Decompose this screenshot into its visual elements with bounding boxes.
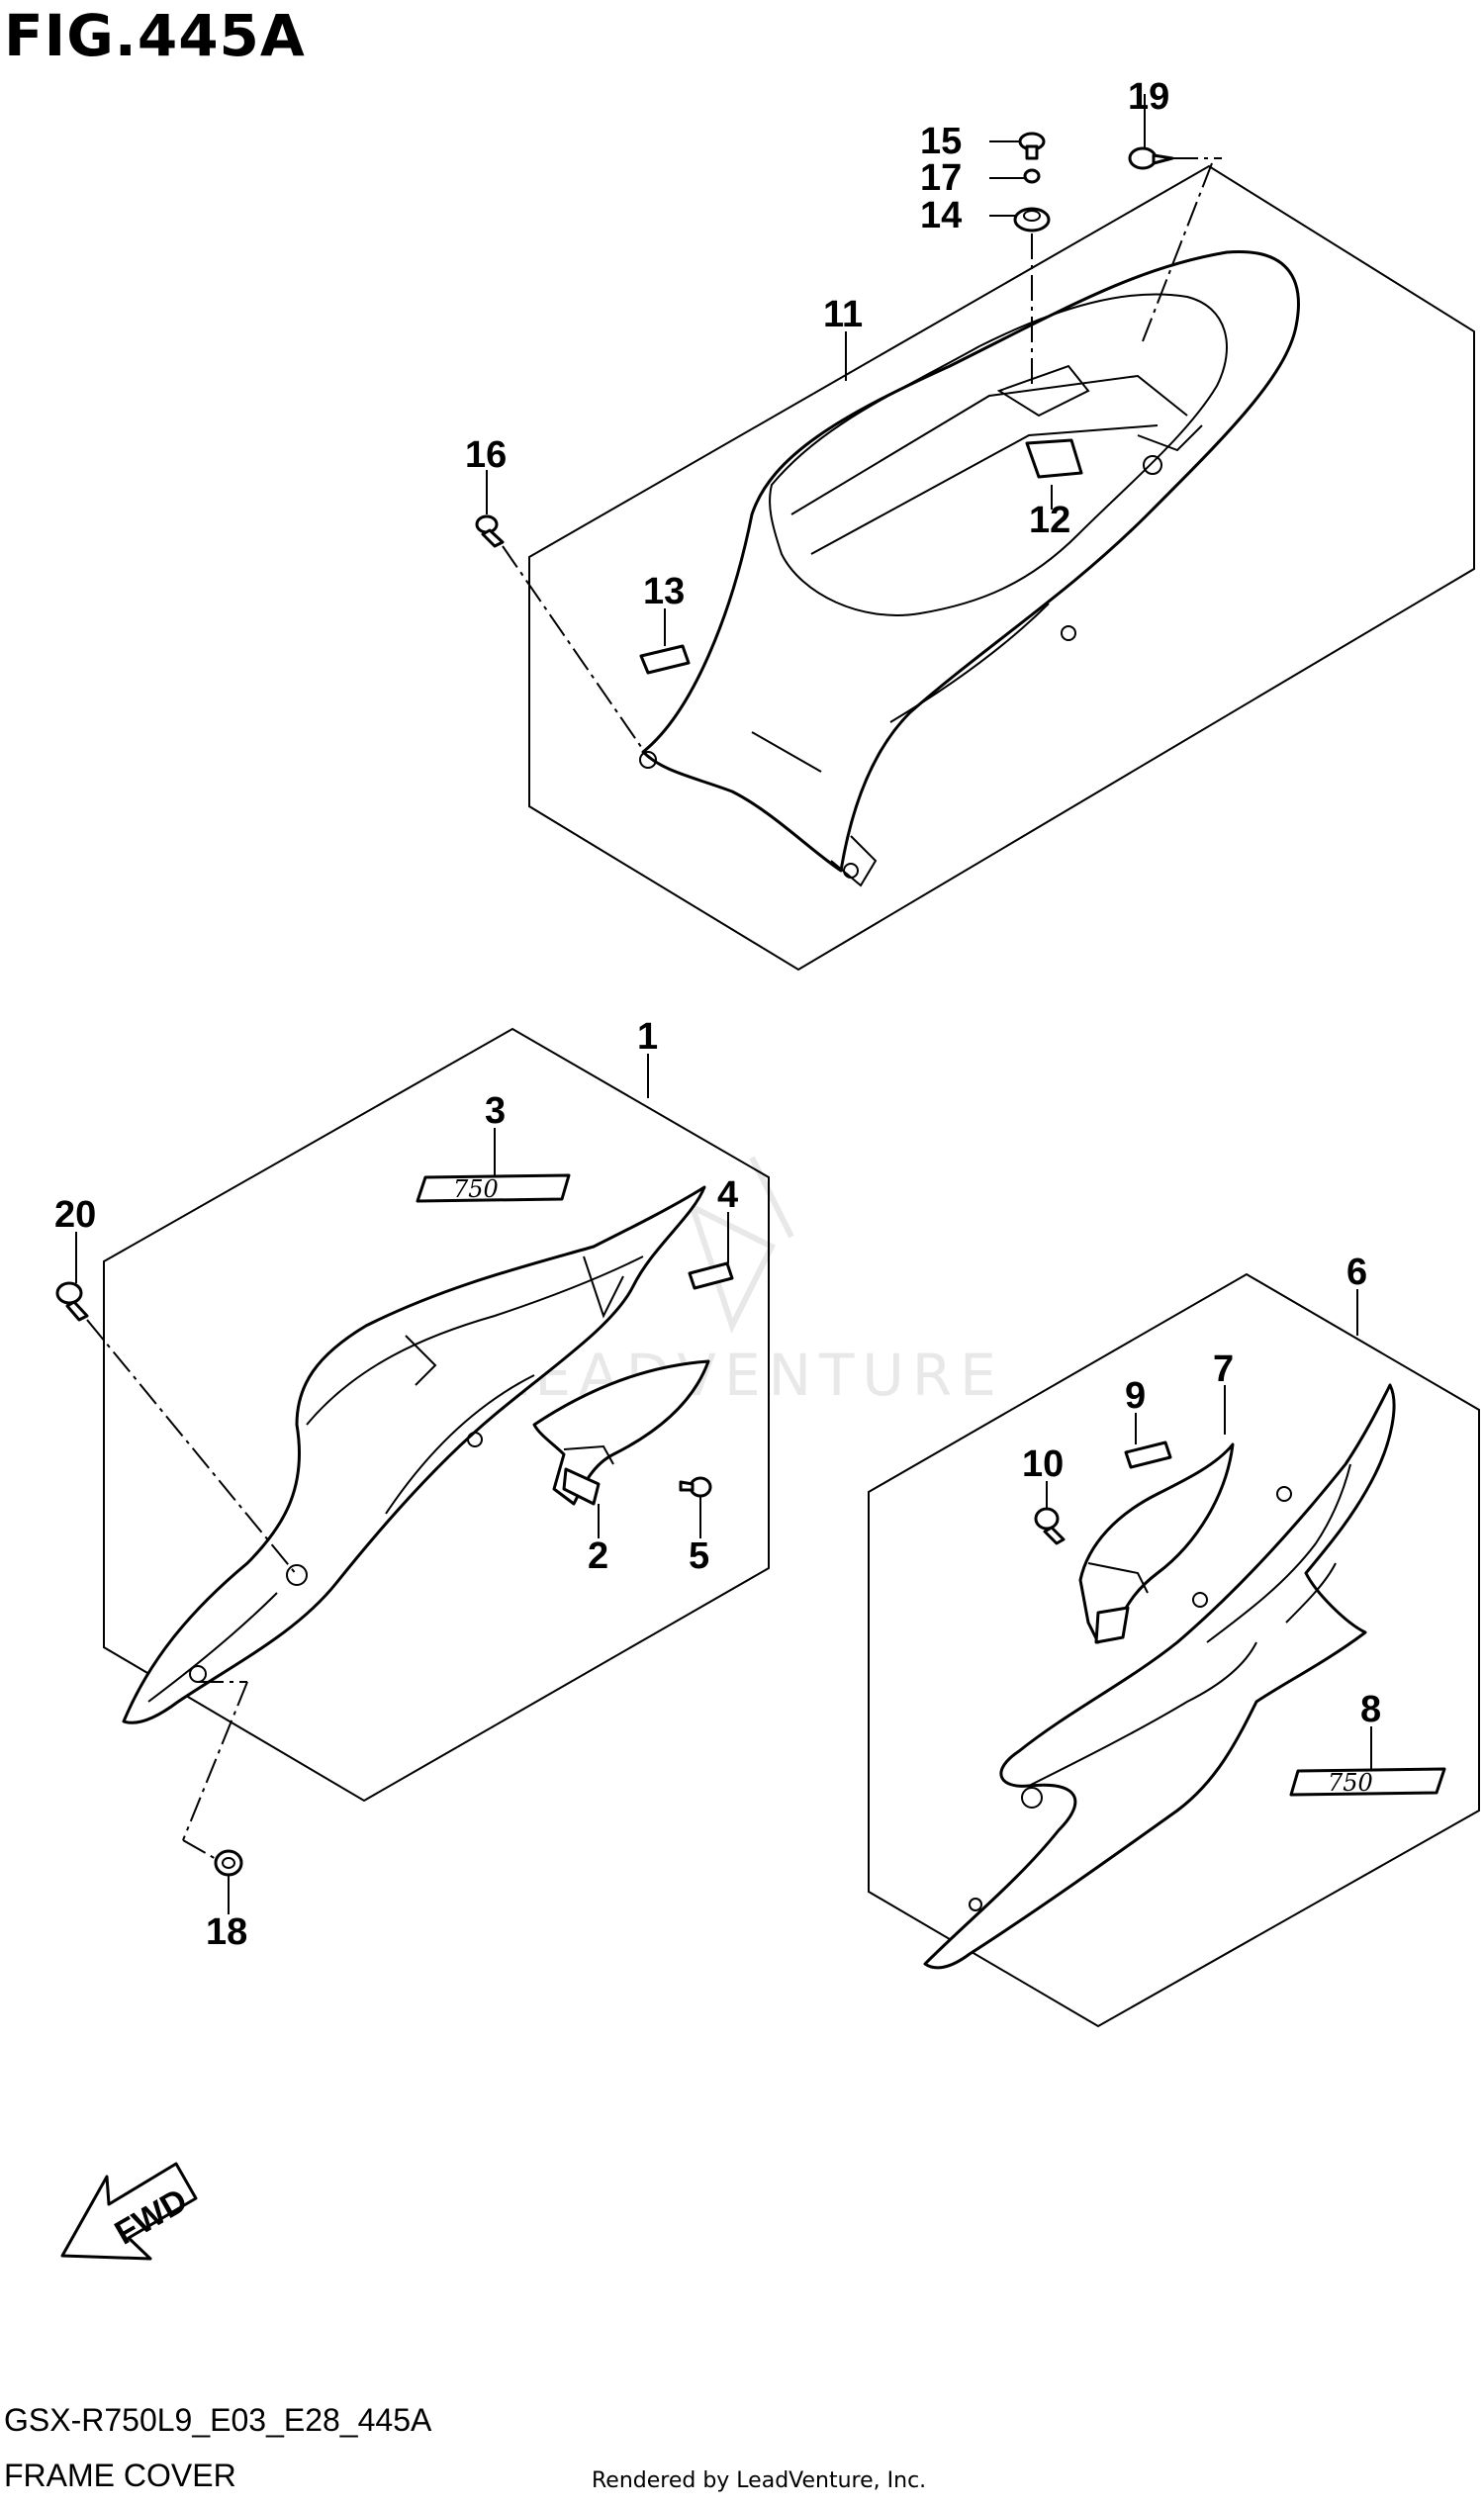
part-8-750-emblem[interactable]: 750: [1289, 1767, 1446, 1797]
callout-6: 6: [1346, 1252, 1367, 1293]
callout-12: 12: [1029, 500, 1070, 541]
callout-20: 20: [54, 1194, 96, 1236]
part-3-750-emblem[interactable]: 750: [416, 1173, 571, 1203]
part-9-label[interactable]: [1124, 1440, 1172, 1469]
callout-numbers: 19 15 17 14 11 16 12 13 1 3 4 20 2 5 18 …: [54, 76, 1381, 1953]
forward-direction-arrow: FWD: [60, 2162, 198, 2261]
part-1-frame-cover-left[interactable]: [122, 1185, 706, 1724]
part-10-screw[interactable]: [1034, 1507, 1066, 1545]
part-13-label[interactable]: [639, 644, 691, 675]
figure-name: FRAME COVER: [4, 2458, 236, 2493]
callout-16: 16: [465, 434, 507, 476]
callout-2: 2: [588, 1535, 608, 1577]
figure-title: FIG.445A: [4, 2, 306, 69]
callout-7: 7: [1213, 1348, 1234, 1390]
callout-14: 14: [920, 195, 962, 236]
part-7-inner-panel[interactable]: [1078, 1442, 1235, 1644]
callout-15: 15: [920, 121, 962, 162]
part-14-grommet[interactable]: [1013, 207, 1051, 232]
watermark-logo: [687, 1156, 794, 1334]
part-5-screw[interactable]: [679, 1476, 712, 1498]
model-code: GSX-R750L9_E03_E28_445A: [4, 2402, 432, 2438]
callout-1: 1: [637, 1016, 658, 1058]
callout-17: 17: [920, 157, 962, 199]
part-16-bolt[interactable]: [475, 514, 505, 548]
leader-lines-6: [1046, 1289, 1372, 1771]
part-19-bolt[interactable]: [1128, 146, 1174, 170]
part-18-grommet[interactable]: [214, 1849, 243, 1877]
part-20-clip[interactable]: [55, 1281, 89, 1322]
assembly-frame-11: [528, 164, 1475, 972]
render-credit: Rendered by LeadVenture, Inc.: [592, 2468, 927, 2493]
part-12-label[interactable]: [1025, 438, 1083, 479]
callout-19: 19: [1128, 76, 1169, 118]
part-15-screw[interactable]: [1018, 132, 1046, 160]
assembly-frame-6: [868, 1272, 1480, 2028]
assembly-frame-1: [103, 1027, 770, 1803]
callout-3: 3: [485, 1090, 506, 1132]
callout-10: 10: [1022, 1443, 1064, 1485]
part-6-frame-cover-right[interactable]: [923, 1383, 1396, 1970]
callout-18: 18: [206, 1911, 247, 1953]
callout-11: 11: [823, 294, 863, 335]
leader-lines-11: [486, 94, 1222, 758]
part-11-seat-tail-cover[interactable]: [639, 249, 1300, 887]
callout-8: 8: [1360, 1689, 1381, 1730]
svg-text:750: 750: [1328, 1769, 1373, 1797]
part-4-label[interactable]: [688, 1261, 734, 1290]
svg-text:750: 750: [453, 1175, 499, 1203]
part-2-inner-panel[interactable]: [532, 1359, 710, 1506]
callout-9: 9: [1125, 1375, 1146, 1417]
part-17-washer[interactable]: [1023, 168, 1041, 184]
leader-lines-1: [75, 1054, 729, 1914]
callout-13: 13: [643, 571, 685, 612]
callout-5: 5: [689, 1535, 709, 1577]
callout-4: 4: [717, 1174, 738, 1216]
